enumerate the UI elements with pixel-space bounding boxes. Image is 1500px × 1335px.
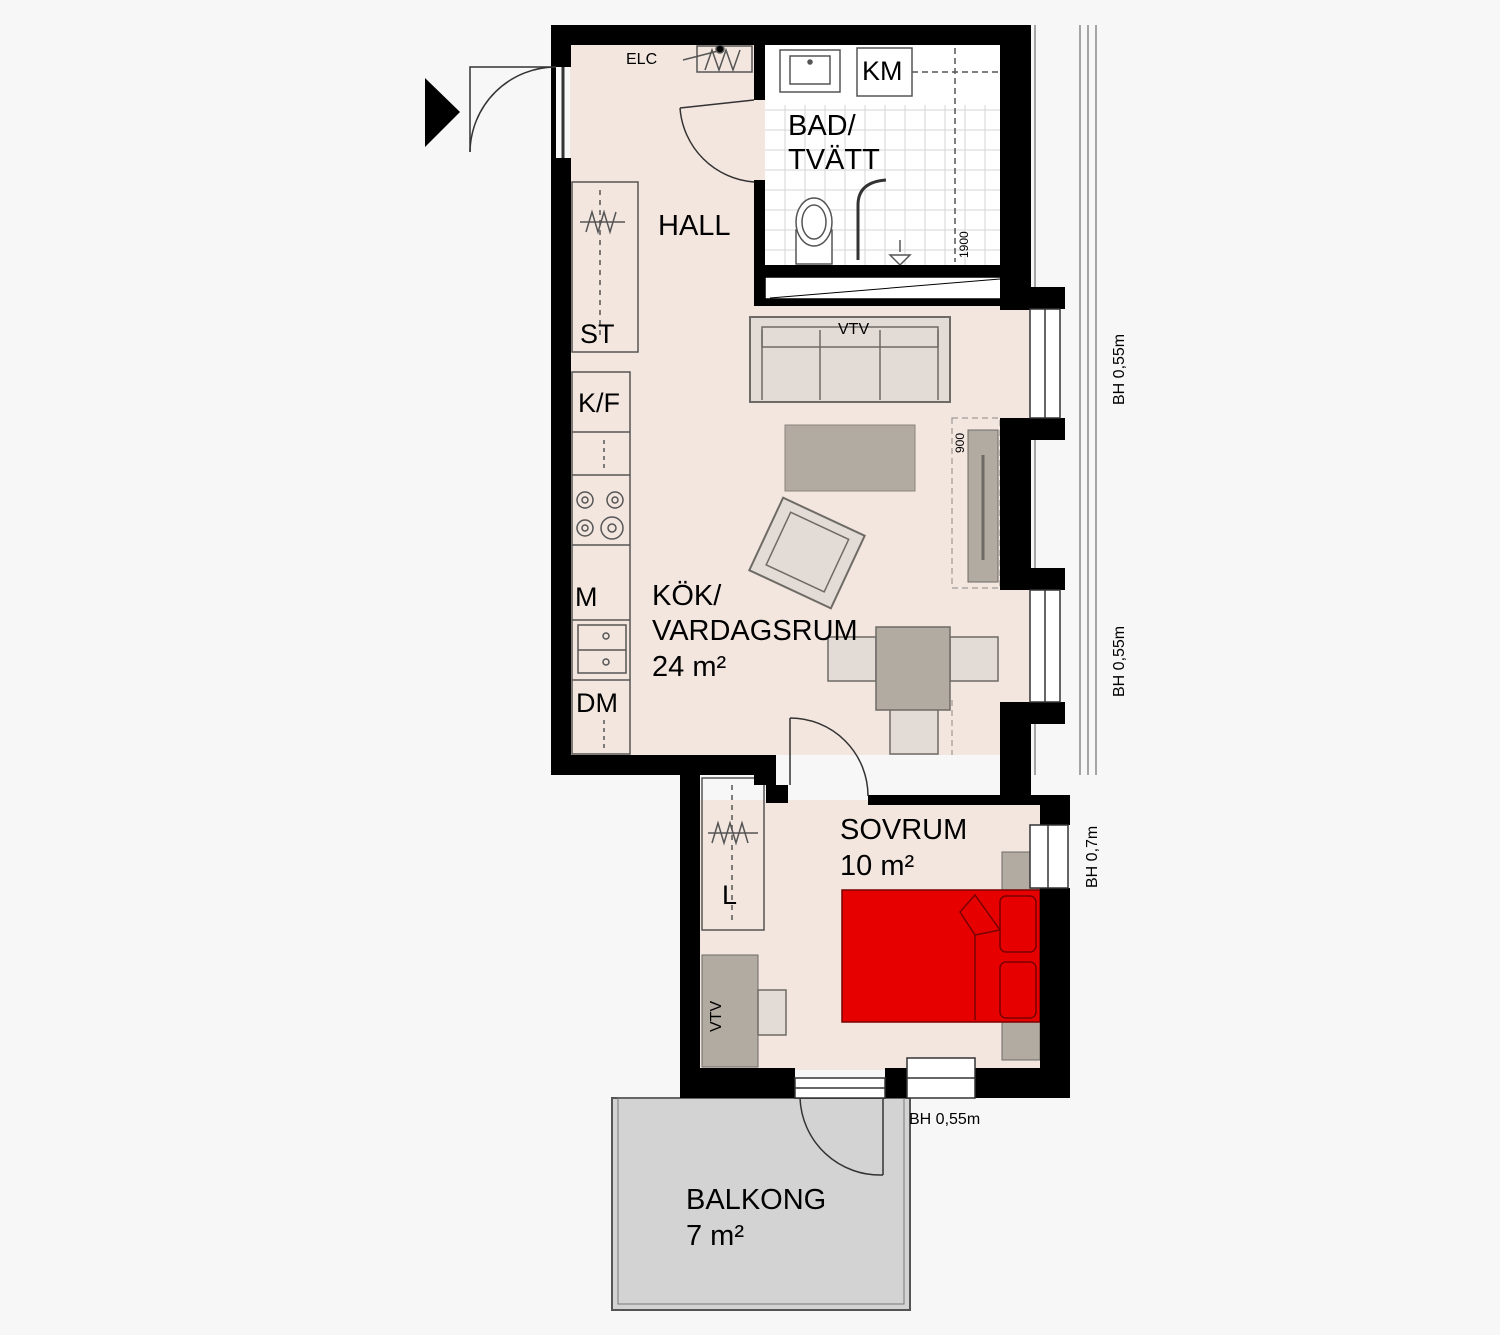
room-label-bedroom-area: 10 m² bbox=[840, 850, 915, 882]
room-label-bath-line1: BAD/ bbox=[788, 110, 856, 142]
fixture-label-elc: ELC bbox=[626, 51, 658, 68]
wardrobe-bedroom bbox=[701, 777, 765, 931]
room-label-hall: HALL bbox=[658, 210, 731, 242]
dimension-label-tv: 900 bbox=[953, 432, 967, 453]
room-label-bath-line2: TVÄTT bbox=[788, 144, 880, 176]
fixture-label-st: ST bbox=[580, 319, 615, 349]
fixture-label-vtv-desk: VTV bbox=[708, 1000, 725, 1032]
balcony bbox=[611, 1097, 911, 1311]
fixture-label-l: L bbox=[722, 880, 738, 910]
doors bbox=[469, 66, 884, 1176]
sofa bbox=[749, 316, 951, 403]
dining-chair-bottom bbox=[889, 707, 939, 755]
window-height-bedroom-east: BH 0,7m bbox=[1084, 825, 1101, 888]
entrance-arrow-icon bbox=[425, 78, 460, 147]
dining-table bbox=[875, 626, 951, 711]
window-height-bedroom-south: BH 0,55m bbox=[909, 1111, 981, 1128]
room-label-balcony: BALKONG bbox=[686, 1184, 827, 1216]
fixture-label-dm: DM bbox=[576, 688, 618, 718]
pillow-top bbox=[999, 895, 1037, 953]
armchair bbox=[747, 496, 867, 610]
kitchen-counter bbox=[571, 371, 631, 755]
dining-chair-left bbox=[827, 636, 877, 682]
fixture-label-vtv-sofa: VTV bbox=[838, 321, 870, 338]
wardrobe-hall bbox=[571, 181, 639, 353]
fixture-label-kf: K/F bbox=[578, 388, 621, 418]
walls bbox=[551, 25, 1070, 1098]
pillow-bottom bbox=[999, 961, 1037, 1019]
room-label-bedroom: SOVRUM bbox=[840, 814, 968, 846]
fixture-label-km: KM bbox=[862, 56, 903, 86]
room-label-kitchen-line2: VARDAGSRUM bbox=[652, 615, 858, 647]
desk bbox=[701, 954, 759, 1068]
window-bedroom-east bbox=[1029, 824, 1069, 889]
bathroom-tiles bbox=[765, 105, 1000, 265]
window-height-east-lower: BH 0,55m bbox=[1111, 625, 1128, 697]
furniture bbox=[701, 316, 1041, 1068]
bathroom-fixtures bbox=[682, 44, 998, 267]
windows bbox=[794, 308, 1069, 1099]
desk-chair bbox=[757, 989, 787, 1036]
dining-chair-right bbox=[949, 636, 999, 682]
nightstand-bottom bbox=[1001, 1019, 1041, 1061]
window-height-east-upper: BH 0,55m bbox=[1111, 333, 1128, 405]
dimension-label-bath: 1900 bbox=[957, 231, 971, 258]
room-label-kitchen-line1: KÖK/ bbox=[652, 580, 722, 612]
room-label-kitchen-area: 24 m² bbox=[652, 651, 727, 683]
coffee-table bbox=[784, 424, 916, 492]
room-label-balcony-area: 7 m² bbox=[686, 1220, 744, 1252]
fixture-label-m: M bbox=[575, 582, 598, 612]
